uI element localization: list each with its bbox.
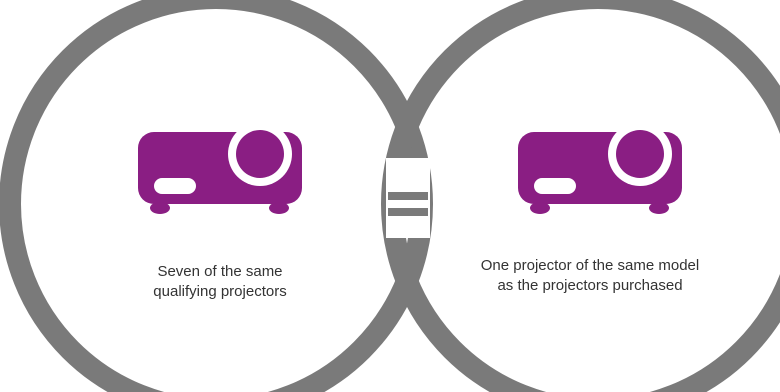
projector-icon	[518, 122, 682, 214]
left-caption-line-2: qualifying projectors	[153, 283, 287, 300]
right-caption-line-2: as the projectors purchased	[497, 277, 683, 294]
left-caption-line-1: Seven of the same	[157, 263, 283, 280]
left-caption: Seven of the same qualifying projectors	[115, 262, 325, 302]
equals-icon	[388, 192, 428, 216]
projector-icon	[138, 122, 302, 214]
right-caption-line-1: One projector of the same model	[480, 257, 700, 274]
right-caption: One projector of the same model as the p…	[440, 256, 740, 296]
